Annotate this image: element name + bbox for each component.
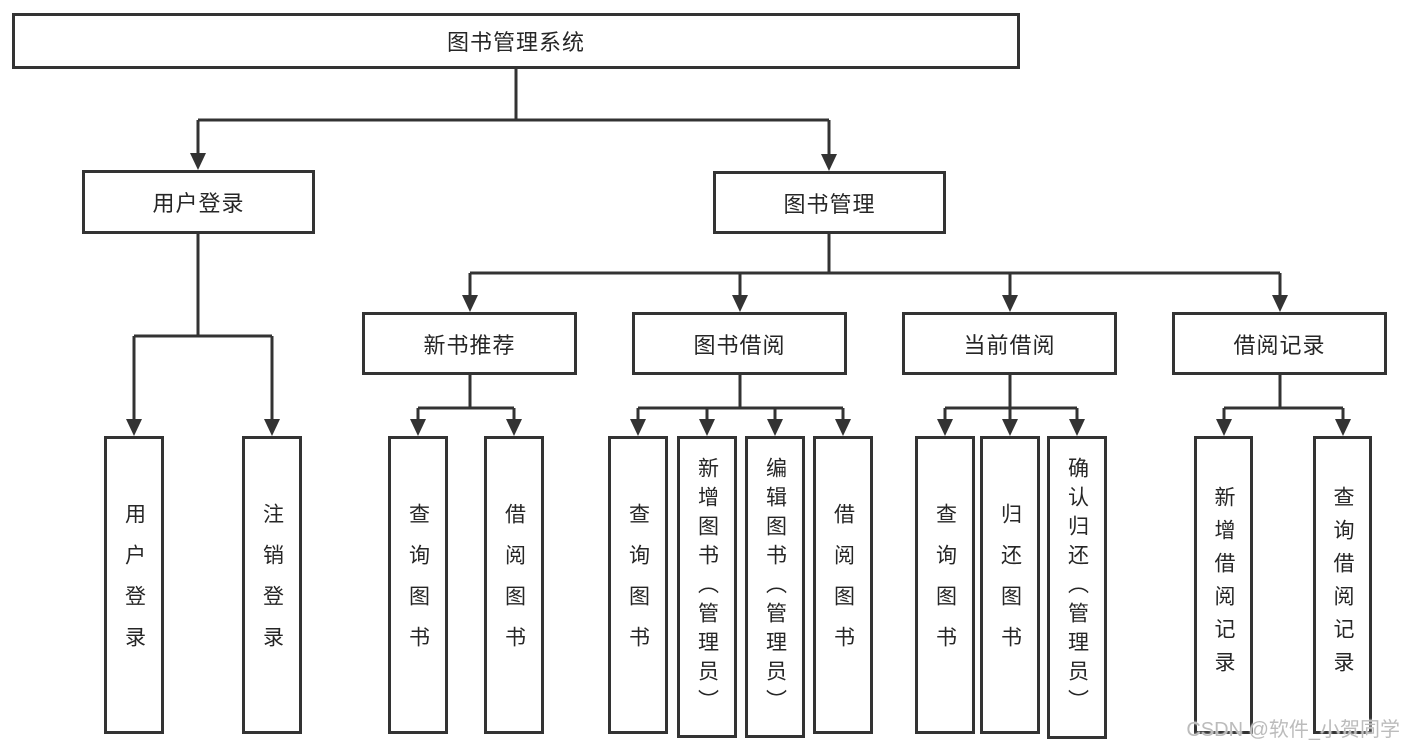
section-borrow-records: 借阅记录 bbox=[1172, 312, 1387, 375]
leaf-confirm-return-admin: 确认归还（管理员） bbox=[1047, 436, 1107, 739]
section-label: 新书推荐 bbox=[423, 332, 516, 358]
root-label: 图书管理系统 bbox=[446, 30, 585, 55]
leaf-label: 查询图书 bbox=[933, 503, 957, 667]
leaf-label: 注销登录 bbox=[260, 503, 284, 667]
leaf-borrow-books: 借阅图书 bbox=[813, 436, 873, 734]
section-current-borrow: 当前借阅 bbox=[902, 312, 1117, 375]
section-new-book-recommend: 新书推荐 bbox=[362, 312, 577, 375]
arrowheads bbox=[126, 153, 1351, 436]
leaf-add-books-admin: 新增图书（管理员） bbox=[677, 436, 737, 738]
leaf-query-borrow-record: 查询借阅记录 bbox=[1313, 436, 1372, 734]
leaf-label: 用户登录 bbox=[122, 503, 146, 667]
leaf-label: 确认归还（管理员） bbox=[1065, 457, 1089, 718]
leaf-label: 查询图书 bbox=[406, 503, 430, 667]
leaf-label: 新增借阅记录 bbox=[1212, 486, 1235, 684]
section-label: 借阅记录 bbox=[1233, 332, 1326, 358]
branch-book-mgmt-label: 图书管理 bbox=[783, 191, 876, 217]
leaf-edit-books-admin: 编辑图书（管理员） bbox=[745, 436, 805, 738]
section-book-borrow: 图书借阅 bbox=[632, 312, 847, 375]
leaf-query-books-current: 查询图书 bbox=[915, 436, 975, 734]
leaf-borrow-books-recommend: 借阅图书 bbox=[484, 436, 544, 734]
leaf-query-books-borrow: 查询图书 bbox=[608, 436, 668, 734]
leaf-label: 编辑图书（管理员） bbox=[763, 456, 787, 718]
branch-user-login-label: 用户登录 bbox=[152, 191, 245, 216]
leaf-logout: 注销登录 bbox=[242, 436, 302, 734]
section-label: 图书借阅 bbox=[693, 332, 786, 358]
csdn-watermark: CSDN @软件_小贺同学 bbox=[1186, 719, 1400, 741]
leaf-return-books: 归还图书 bbox=[980, 436, 1040, 734]
leaf-label: 查询图书 bbox=[626, 503, 650, 667]
branch-user-login: 用户登录 bbox=[82, 170, 315, 234]
leaf-user-login: 用户登录 bbox=[104, 436, 164, 734]
leaf-add-borrow-record: 新增借阅记录 bbox=[1194, 436, 1253, 734]
section-label: 当前借阅 bbox=[963, 332, 1056, 358]
leaf-label: 查询借阅记录 bbox=[1331, 486, 1354, 684]
leaf-label: 新增图书（管理员） bbox=[695, 456, 719, 718]
leaf-label: 借阅图书 bbox=[831, 503, 855, 667]
branch-book-mgmt: 图书管理 bbox=[713, 171, 946, 234]
leaf-label: 归还图书 bbox=[998, 503, 1022, 667]
leaf-label: 借阅图书 bbox=[502, 503, 526, 667]
root-box: 图书管理系统 bbox=[12, 13, 1020, 69]
leaf-query-books-recommend: 查询图书 bbox=[388, 436, 448, 734]
